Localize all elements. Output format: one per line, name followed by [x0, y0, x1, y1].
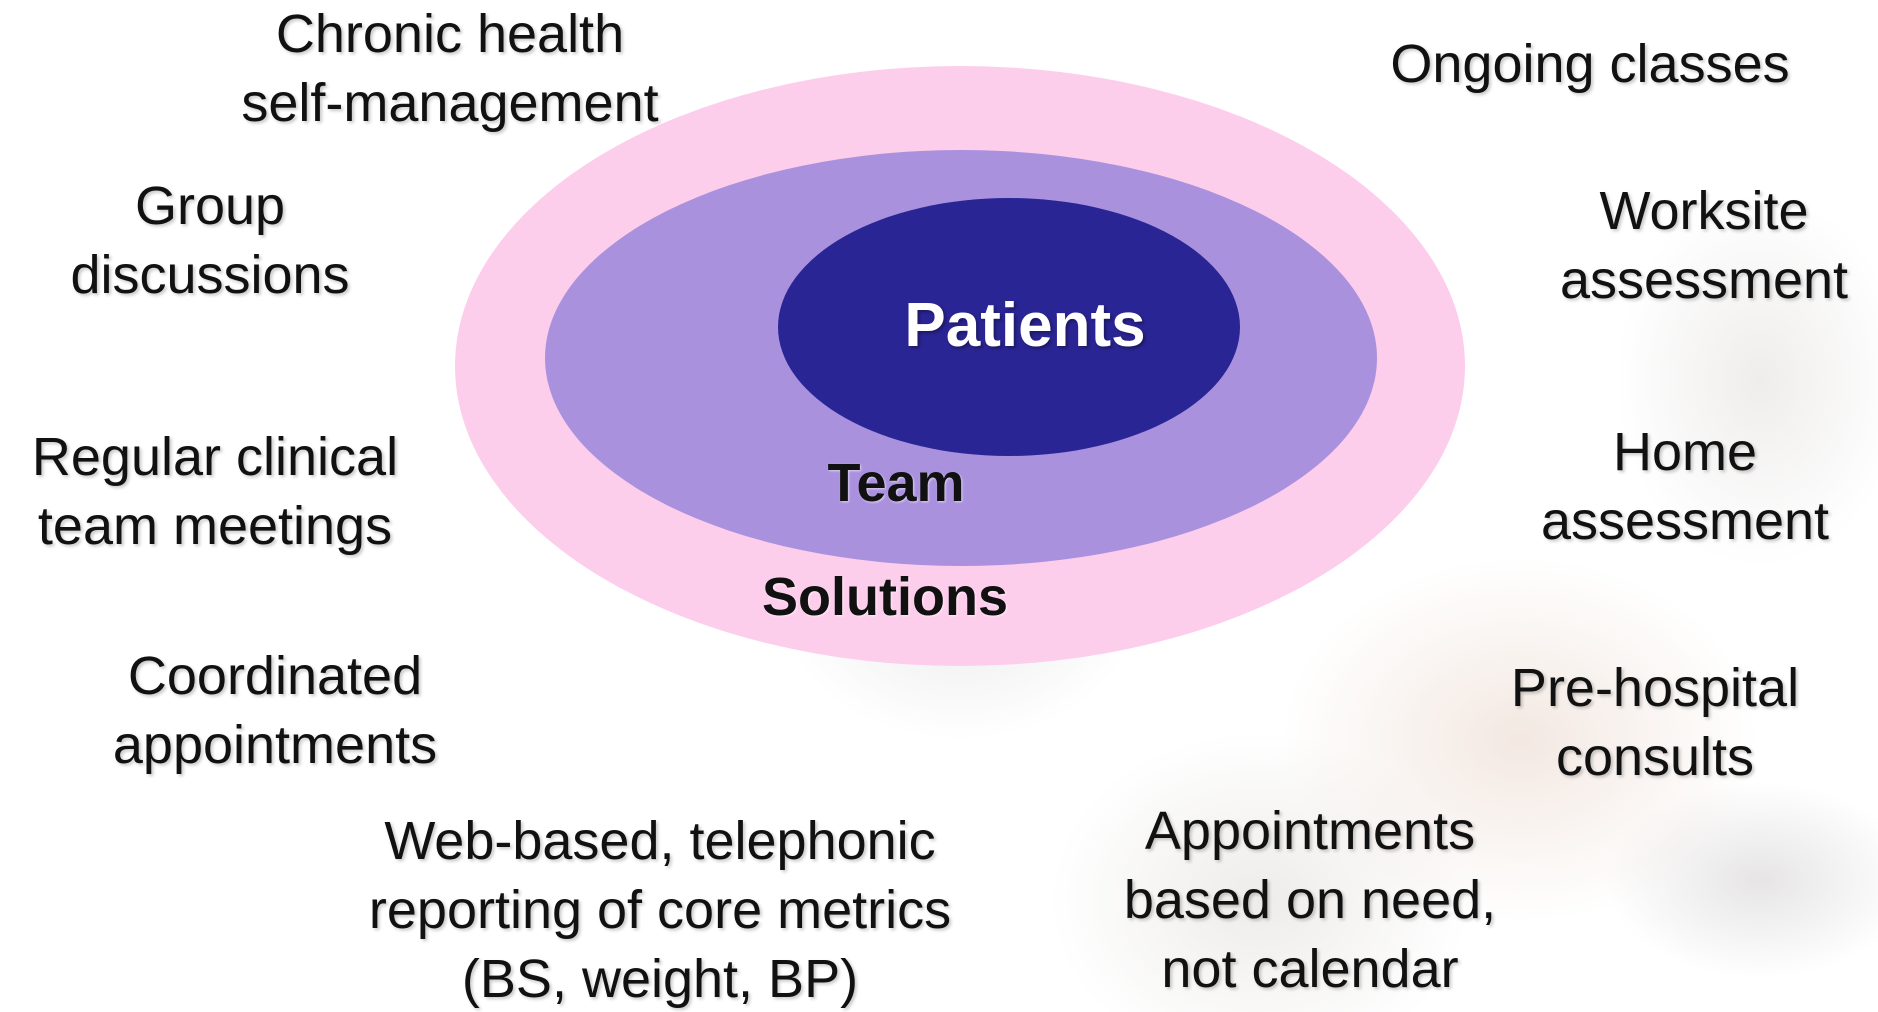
label-line: Chronic health	[275, 4, 625, 64]
label-line: Ongoing classes	[1390, 34, 1790, 94]
chronic-health-self-management-label: Chronic health self-management	[200, 0, 700, 138]
coordinated-appointments-label: Coordinated appointments	[80, 642, 470, 780]
web-based-reporting-label: Web-based, telephonic reporting of core …	[320, 807, 1000, 1012]
label-line: Coordinated	[127, 646, 423, 706]
label-line: consults	[1555, 727, 1755, 787]
solutions-label: Solutions	[762, 567, 1008, 627]
patients-label: Patients	[904, 291, 1146, 360]
worksite-assessment-label: Worksite assessment	[1530, 177, 1878, 315]
label-line: Regular clinical	[31, 427, 399, 487]
regular-clinical-team-meetings-label: Regular clinical team meetings	[0, 423, 430, 561]
label-line: Appointments	[1144, 801, 1476, 861]
label-line: Pre-hospital	[1510, 658, 1800, 718]
label-line: Home	[1612, 422, 1758, 482]
label-line: appointments	[112, 715, 438, 775]
label-line: Web-based, telephonic	[384, 811, 936, 871]
pre-hospital-consults-label: Pre-hospital consults	[1460, 654, 1850, 792]
home-assessment-label: Home assessment	[1510, 418, 1860, 556]
label-line: discussions	[70, 245, 350, 305]
group-discussions-label: Group discussions	[40, 172, 380, 310]
label-line: team meetings	[37, 496, 393, 556]
label-line: assessment	[1559, 250, 1849, 310]
label-line: not calendar	[1161, 939, 1459, 999]
label-line: self-management	[241, 73, 659, 133]
label-line: assessment	[1540, 491, 1830, 551]
ongoing-classes-label: Ongoing classes	[1350, 30, 1830, 99]
label-line: based on need,	[1123, 870, 1497, 930]
appointments-based-on-need-label: Appointments based on need, not calendar	[1090, 797, 1530, 1004]
label-line: reporting of core metrics	[368, 880, 952, 940]
patients-core	[778, 198, 1240, 456]
team-label: Team	[827, 453, 965, 513]
background-photo-wash-right	[1500, 120, 1878, 640]
label-line: Worksite	[1599, 181, 1809, 241]
label-line: (BS, weight, BP)	[461, 949, 859, 1009]
label-line: Group	[134, 176, 286, 236]
